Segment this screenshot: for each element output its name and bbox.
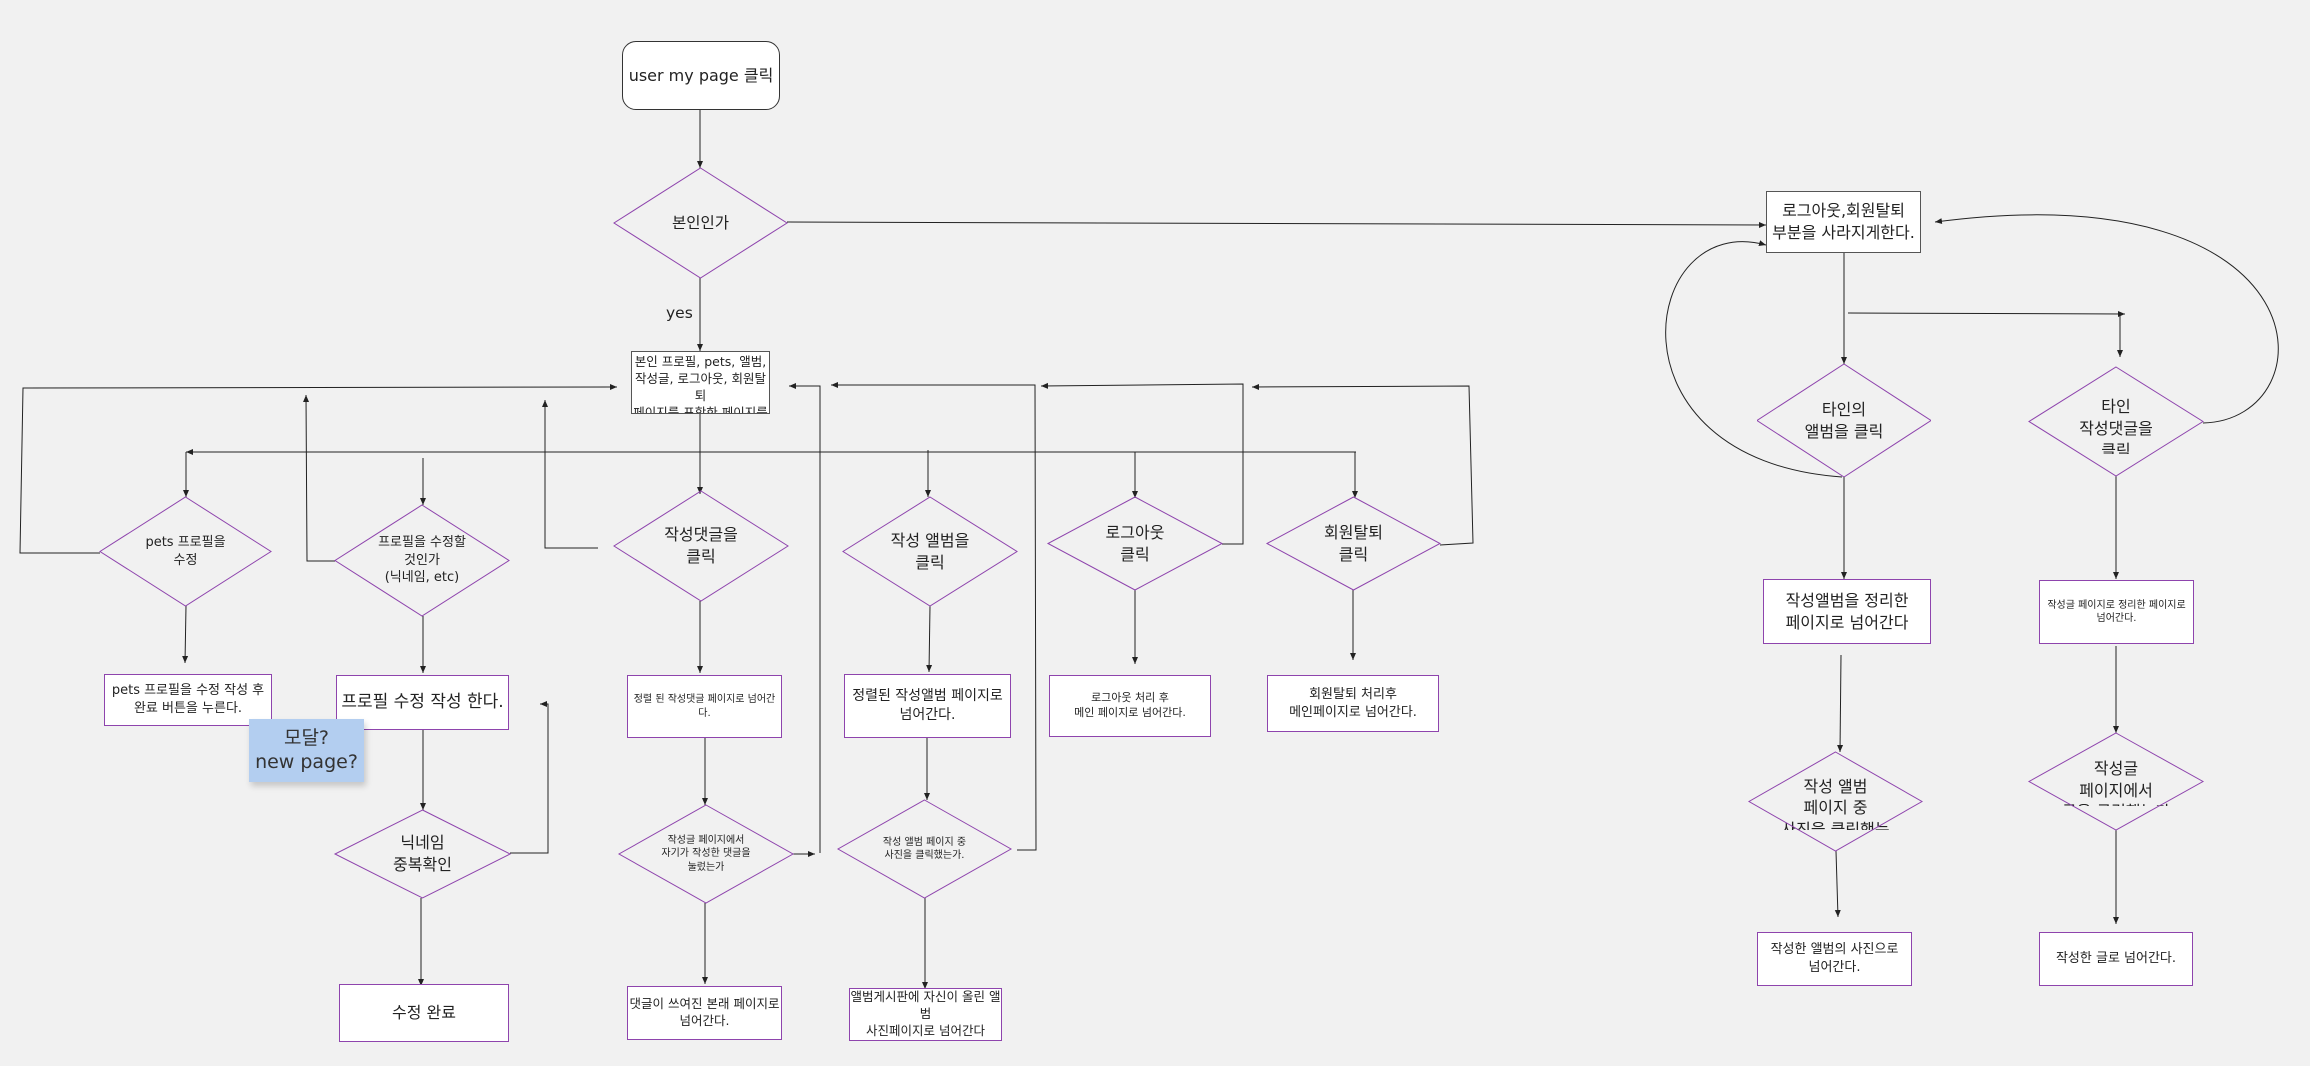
decision-other-comment-q: 작성글 페이지에서 글을 클릭했는가 xyxy=(2029,733,2203,830)
logout-result-node: 로그아웃 처리 후 메인 페이지로 넘어간다. xyxy=(1049,675,1211,737)
arrow-pets-q-to-done xyxy=(182,605,189,664)
decision-withdraw-click-label: 회원탈퇴 클릭 xyxy=(1324,522,1383,564)
profile-edit-node: 프로필 수정 작성 한다. xyxy=(336,675,509,730)
edit-done-node: 수정 완료 xyxy=(339,984,509,1042)
decision-profile-edit-label: 프로필을 수정할 것인가 (닉네임, etc) xyxy=(378,535,466,586)
decision-withdraw-click: 회원탈퇴 클릭 xyxy=(1267,497,1440,590)
arrow-album-click-to-page xyxy=(926,605,933,673)
loop-logout-to-self-page xyxy=(1040,382,1244,545)
decision-logout-click-label: 로그아웃 클릭 xyxy=(1105,522,1165,564)
curve-other-comment-to-hide xyxy=(1934,214,2279,424)
sticky-note: 모달? new page? xyxy=(249,719,364,782)
loop-pets-to-self-page xyxy=(19,384,618,554)
decision-comment-click: 작성댓글을 클릭 xyxy=(614,491,788,601)
decision-profile-edit: 프로필을 수정할 것인가 (닉네임, etc) xyxy=(335,505,509,616)
hide-buttons-node: 로그아웃,회원탈퇴 부분을 사라지게한다. xyxy=(1766,191,1921,253)
decision-comment-click-label: 작성댓글을 클릭 xyxy=(664,525,738,566)
yes-label: yes xyxy=(666,304,693,322)
pets-edit-done-node: pets 프로필을 수정 작성 후 완료 버튼을 누른다. xyxy=(104,674,272,726)
arrow-other-album-page-to-q xyxy=(1837,654,1844,753)
decision-other-album-click: 타인의 앨범을 클릭 xyxy=(1757,364,1931,477)
other-album-result-node: 작성한 앨범의 사진으로 넘어간다. xyxy=(1757,932,1912,986)
decision-nickname-check: 닉네임 중복확인 xyxy=(335,810,510,898)
loop-album-q-to-self-page xyxy=(831,382,1037,851)
decision-nickname-check-label: 닉네임 중복확인 xyxy=(393,833,452,874)
loop-comment-to-self-page xyxy=(542,400,598,549)
arrow-is-self-to-hide-buttons xyxy=(786,221,1767,228)
curve-other-album-to-hide xyxy=(1665,240,1843,478)
loop-nickname-to-edit xyxy=(510,701,549,854)
other-album-page-node: 작성앨범을 정리한 페이지로 넘어간다 xyxy=(1763,579,1931,644)
loop-comment-q-up xyxy=(789,383,821,853)
decision-album-q-label: 작성 앨범 페이지 중 사진을 클릭했는가. xyxy=(882,836,967,862)
decision-pets-edit: pets 프로필을 수정 xyxy=(100,497,271,606)
loop-withdraw-to-self-page xyxy=(1251,383,1474,546)
decision-other-album-q: 작성 앨범 페이지 중 사진을 클릭했는가 xyxy=(1749,752,1922,851)
decision-pets-edit-label: pets 프로필을 수정 xyxy=(145,534,226,568)
decision-is-self: 본인인가 xyxy=(614,168,787,278)
decision-other-album-click-label: 타인의 앨범을 클릭 xyxy=(1804,399,1884,441)
start-node: user my page 클릭 xyxy=(622,41,780,110)
decision-album-click-label: 작성 앨범을 클릭 xyxy=(890,530,970,572)
decision-album-click: 작성 앨범을 클릭 xyxy=(843,497,1017,606)
decision-album-q: 작성 앨범 페이지 중 사진을 클릭했는가. xyxy=(838,800,1011,898)
decision-other-comment-click-label: 타인 작성댓글을 클릭 xyxy=(2079,397,2153,455)
arrow-other-album-q-to-result xyxy=(1834,850,1841,918)
album-page-node: 정렬된 작성앨범 페이지로 넘어간다. xyxy=(844,674,1011,738)
decision-comment-q: 작성글 페이지에서 자기가 작성한 댓글을 눌렀는가 xyxy=(619,805,793,903)
album-result-node: 앨범게시판에 자신이 올린 앨범 사진페이지로 넘어간다 xyxy=(849,988,1002,1041)
arrow-hide-branch xyxy=(1847,310,2126,317)
self-page-node: 본인 프로필, pets, 앨범, 작성글, 로그아웃, 회원탈퇴 페이지를 포… xyxy=(631,351,770,414)
other-comment-result-node: 작성한 글로 넘어간다. xyxy=(2039,932,2193,986)
decision-comment-q-label: 작성글 페이지에서 자기가 작성한 댓글을 눌렀는가 xyxy=(661,834,751,873)
decision-other-album-q-label: 작성 앨범 페이지 중 사진을 클릭했는가 xyxy=(1781,776,1890,830)
withdraw-result-node: 회원탈퇴 처리후 메인페이지로 넘어간다. xyxy=(1267,675,1439,732)
decision-logout-click: 로그아웃 클릭 xyxy=(1048,497,1222,590)
other-comment-page-node: 작성글 페이지로 정리한 페이지로 넘어간다. xyxy=(2039,580,2194,644)
decision-is-self-label: 본인인가 xyxy=(671,213,730,232)
decision-other-comment-click: 타인 작성댓글을 클릭 xyxy=(2029,367,2203,476)
comment-result-node: 댓글이 쓰여진 본래 페이지로 넘어간다. xyxy=(627,986,782,1040)
comment-page-node: 정렬 된 작성댓글 페이지로 넘어간다. xyxy=(627,675,782,738)
decision-other-comment-q-label: 작성글 페이지에서 글을 클릭했는가 xyxy=(2062,759,2170,806)
loop-profile-to-self-page xyxy=(303,394,335,562)
